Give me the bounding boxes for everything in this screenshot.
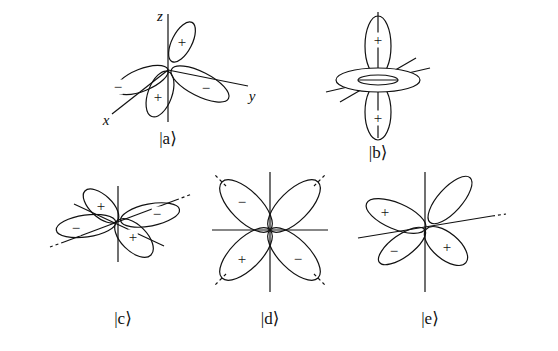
sign: + [373,111,383,126]
sign: + [96,199,106,214]
sign: + [177,35,187,50]
orbital-c [50,183,192,264]
sign: + [128,230,138,245]
sign: + [442,240,452,255]
axis-label: y [248,89,257,104]
axis-label: z [156,9,164,24]
sign: + [380,205,390,220]
sign: − [237,195,247,210]
axis-label: x [102,113,111,128]
ket-label: |b⟩ [368,144,389,161]
sign: − [71,221,81,236]
ket-label: |c⟩ [113,310,133,327]
sign: + [373,33,383,48]
orbital-e [358,170,506,292]
sign: − [293,252,303,267]
ket-label: |d⟩ [260,310,281,327]
ket-label: |a⟩ [158,130,178,147]
sign: − [152,207,162,222]
sign: − [113,80,123,95]
ket-label: |e⟩ [420,310,440,327]
sign: + [237,252,247,267]
sign: − [201,81,211,96]
orbital-b [326,12,430,140]
sign: − [389,244,399,259]
sign: + [153,90,163,105]
orbital-d [211,171,328,292]
orbital-a [112,14,248,122]
